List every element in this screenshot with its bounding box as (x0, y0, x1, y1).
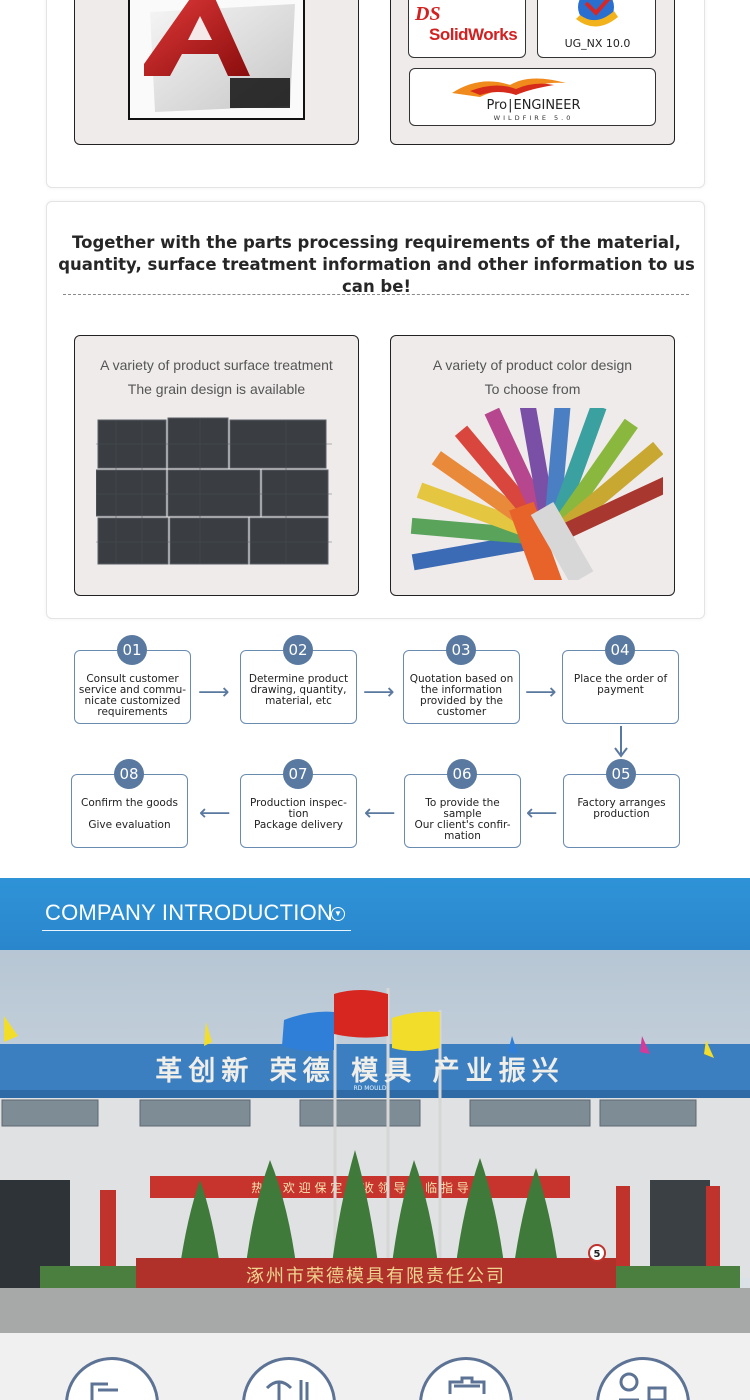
machine-icon (65, 1357, 159, 1400)
step-01: Consult customer service and commu- nica… (74, 650, 191, 724)
color-design-card: A variety of product color design To cho… (390, 335, 675, 596)
solidworks-text: SolidWorks (429, 25, 518, 44)
banner-title: COMPANY INTRODUCTION (45, 900, 333, 925)
proe-prefix: Pro (486, 98, 508, 113)
arrow-right-icon: ⟶ (525, 679, 557, 704)
chevron-down-circle-icon[interactable]: ▼ (331, 907, 345, 921)
banner-underline (42, 930, 351, 931)
software-panel: DS SolidWorks UG_NX 10.0 Pro|ENGINEER WI… (46, 0, 705, 188)
step-number-06: 06 (447, 759, 477, 789)
proe-sub: WILDFIRE 5.0 (493, 114, 574, 122)
information-panel: Together with the parts processing requi… (46, 201, 705, 619)
factory-photo: 热 烈 欢 迎 保 定 验 收 领 导 莅 临 指 导 (0, 950, 750, 1333)
number-badge: 5 (594, 1249, 601, 1260)
color-fan-image (410, 408, 663, 580)
company-intro-banner: COMPANY INTRODUCTION ▼ (0, 878, 750, 950)
step-04: Place the order of payment (562, 650, 679, 724)
autocad-card (74, 0, 359, 145)
arrow-down-icon (614, 726, 628, 758)
color-caption-1: A variety of product color design (432, 357, 633, 373)
step-number-07: 07 (283, 759, 313, 789)
proe-name: ENGINEER (513, 98, 581, 113)
surface-treatment-card: A variety of product surface treatment T… (74, 335, 359, 596)
roof-sign: 革创新 荣德 模具 产业振兴 (155, 1055, 564, 1087)
arrow-left-icon: ⟵ (526, 800, 558, 825)
autocad-logo (128, 0, 305, 120)
step-number-03: 03 (446, 635, 476, 665)
arrow-left-icon: ⟵ (199, 800, 231, 825)
ugnx-logo: UG_NX 10.0 (537, 0, 656, 58)
company-sign: 涿州市荣德模具有限责任公司 (246, 1266, 506, 1287)
dashed-divider (63, 294, 689, 295)
step-number-02: 02 (283, 635, 313, 665)
surface-caption-2: The grain design is available (127, 381, 306, 397)
grain-samples-image (96, 416, 332, 568)
info-headline: Together with the parts processing requi… (47, 232, 706, 298)
ugnx-globe-icon (576, 0, 618, 27)
step-number-05: 05 (606, 759, 636, 789)
ds-mark: DS (415, 3, 441, 25)
step-06: To provide the sample Our client's confi… (404, 774, 521, 848)
step-08: Confirm the goods Give evaluation (71, 774, 188, 848)
tools-icon (242, 1357, 336, 1400)
arrow-right-icon: ⟶ (363, 679, 395, 704)
surface-caption-1: A variety of product surface treatment (100, 357, 333, 373)
arrow-left-icon: ⟵ (364, 800, 396, 825)
arrow-right-icon: ⟶ (198, 679, 230, 704)
mould-icon (419, 1357, 513, 1400)
step-number-04: 04 (605, 635, 635, 665)
solidworks-logo: DS SolidWorks (408, 0, 526, 58)
headline-line2: quantity, surface treatment information … (58, 255, 695, 296)
step-number-01: 01 (117, 635, 147, 665)
color-caption-2: To choose from (484, 381, 581, 397)
flame-icon (452, 78, 566, 97)
proengineer-logo: Pro|ENGINEER WILDFIRE 5.0 (409, 68, 656, 126)
headline-line1: Together with the parts processing requi… (72, 233, 681, 252)
worker-icon (596, 1357, 690, 1400)
cad-software-card: DS SolidWorks UG_NX 10.0 Pro|ENGINEER WI… (390, 0, 675, 145)
step-number-08: 08 (114, 759, 144, 789)
ugnx-label: UG_NX 10.0 (564, 37, 631, 50)
proe-title: Pro|ENGINEER (486, 98, 581, 113)
factory-illustration: 热 烈 欢 迎 保 定 验 收 领 导 莅 临 指 导 (0, 950, 750, 1333)
roof-logo-text: RD MOULD (354, 1085, 387, 1092)
